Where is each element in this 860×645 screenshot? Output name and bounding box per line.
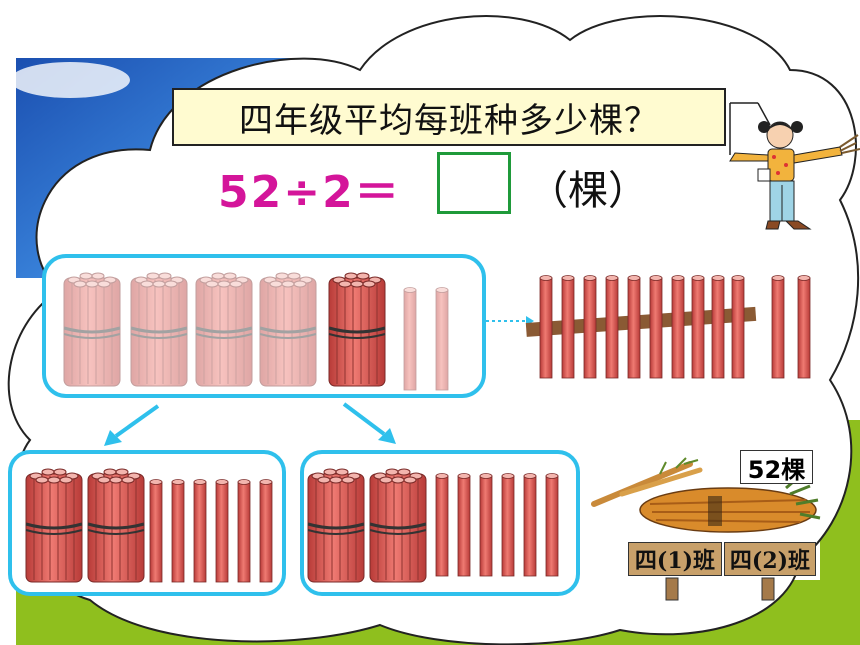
tree-saplings-icon (591, 457, 821, 601)
girl-figure-icon (729, 102, 860, 230)
division-equation: 52÷2＝ (218, 167, 401, 218)
answer-input-box[interactable] (437, 152, 511, 214)
unit-label: （棵） (528, 168, 648, 214)
total-count-label: 52棵 (740, 450, 813, 484)
class-2-label: 四(2)班 (724, 542, 816, 576)
class-1-label: 四(1)班 (628, 542, 722, 576)
unbundled-bundle-icon (327, 271, 387, 388)
question-box: 四年级平均每班种多少棵？ (172, 88, 726, 146)
loose-sticks-group (525, 275, 811, 379)
